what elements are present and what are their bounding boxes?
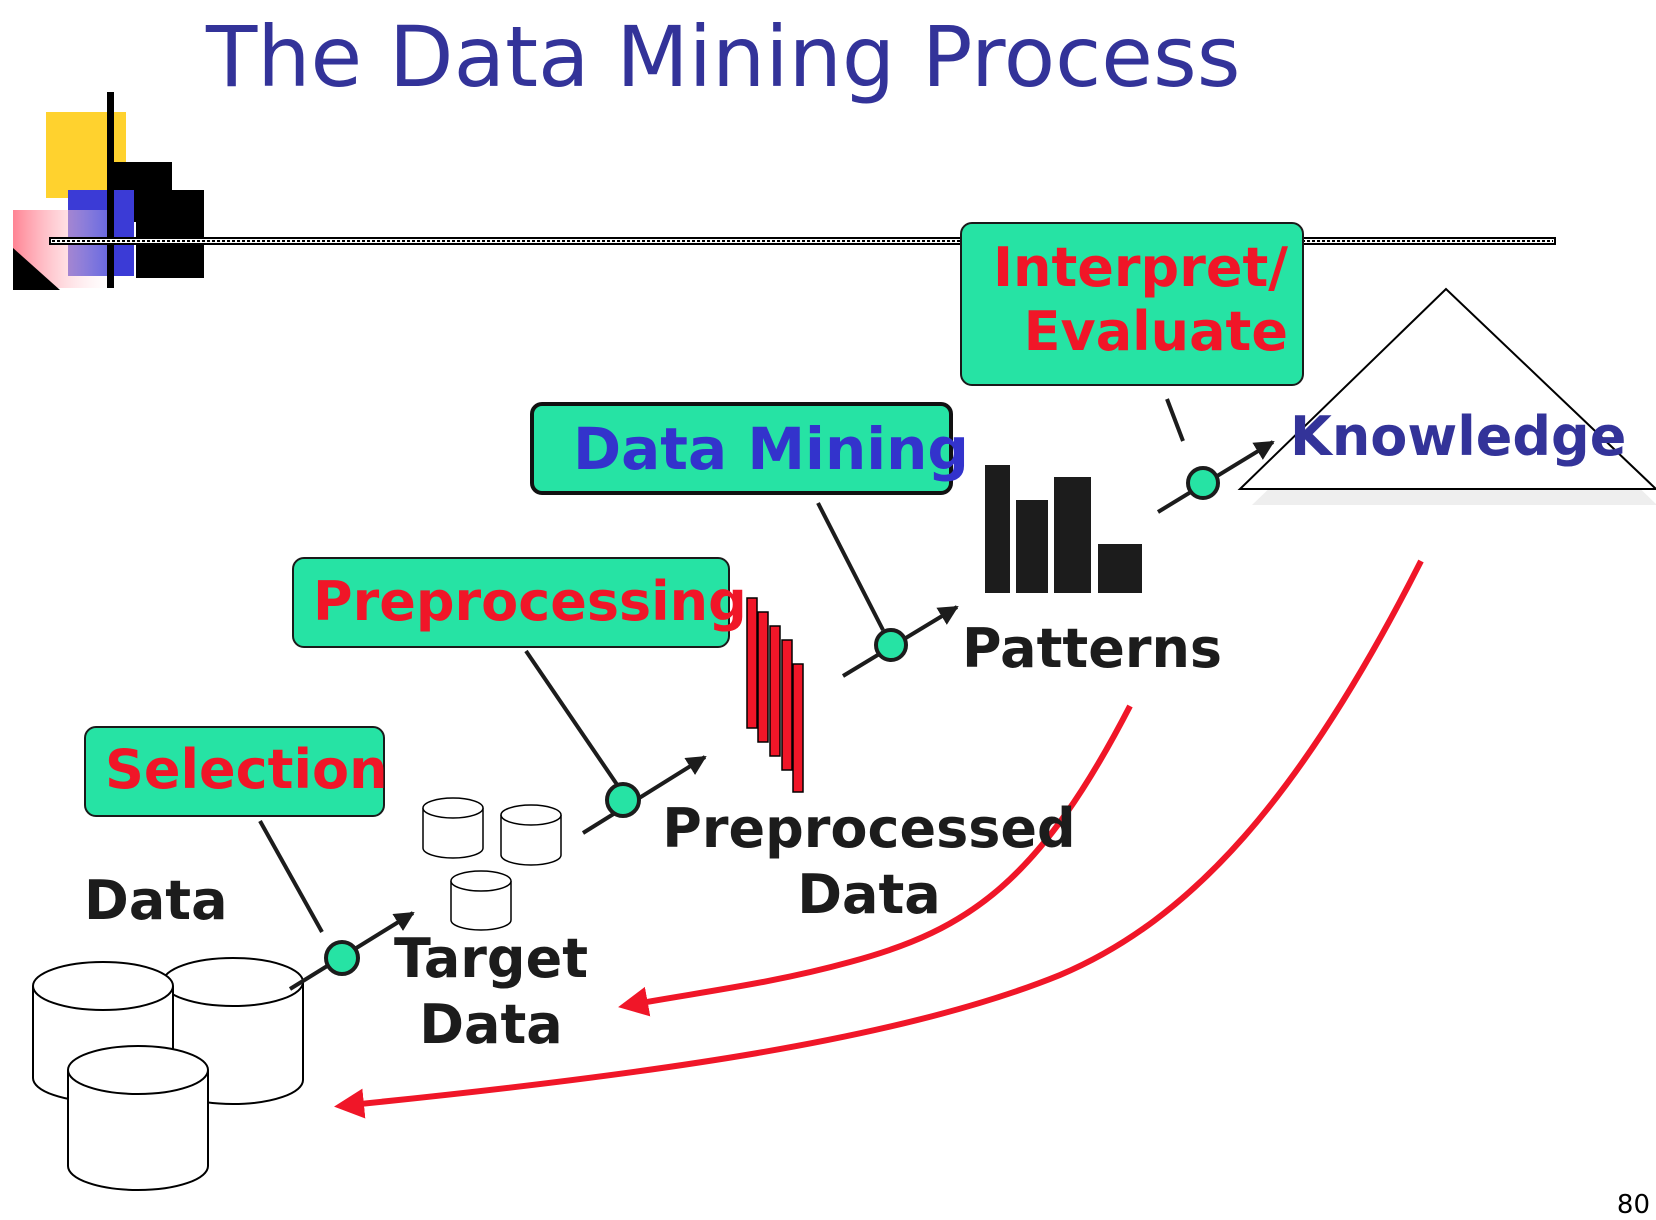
title-rule bbox=[49, 237, 1556, 245]
selection-knob-icon bbox=[324, 940, 360, 976]
target-line: Target bbox=[393, 927, 589, 990]
preprocessing-step-label: Preprocessing bbox=[313, 570, 747, 633]
selection-step-label: Selection bbox=[105, 738, 388, 801]
decorative-logo bbox=[13, 92, 204, 290]
feedback-arrow-patterns bbox=[618, 704, 1133, 1017]
preprocessing-knob-icon bbox=[605, 782, 641, 818]
selection-step-box bbox=[84, 726, 385, 817]
data-label: Data bbox=[84, 869, 228, 932]
data-cylinders-icon bbox=[32, 957, 304, 1191]
target-data-cylinders-icon bbox=[422, 797, 562, 931]
preprocessed-data-line: Data bbox=[797, 863, 941, 926]
preprocessing-step-box bbox=[292, 557, 730, 648]
data-mining-step-box bbox=[530, 402, 953, 495]
interpret-evaluate-step-label: Interpret/ Evaluate bbox=[962, 236, 1288, 364]
preprocessed-data-label: Preprocessed Data bbox=[654, 796, 1084, 928]
preprocessed-line: Preprocessed bbox=[662, 797, 1076, 860]
interpret-evaluate-step-box bbox=[960, 222, 1304, 386]
preprocessed-data-bars-icon bbox=[746, 597, 804, 793]
knowledge-label: Knowledge bbox=[1290, 405, 1627, 468]
data-mining-step-label: Data Mining bbox=[573, 415, 969, 483]
knowledge-triangle-icon bbox=[1237, 287, 1656, 505]
interpret-line: Interpret/ bbox=[992, 236, 1288, 299]
mining-knob-icon bbox=[874, 628, 908, 662]
slide-title: The Data Mining Process bbox=[206, 8, 1241, 106]
target-data-line: Data bbox=[419, 993, 563, 1056]
process-knobs bbox=[324, 466, 1220, 976]
patterns-label: Patterns bbox=[962, 617, 1223, 680]
feedback-arrows bbox=[334, 559, 1424, 1119]
feedback-arrow-knowledge bbox=[334, 559, 1424, 1119]
evaluate-line: Evaluate bbox=[1023, 300, 1288, 363]
target-data-label: Target Data bbox=[388, 926, 594, 1058]
page-number: 80 bbox=[1616, 1190, 1650, 1220]
step-connectors bbox=[258, 398, 1185, 933]
evaluation-knob-icon bbox=[1186, 466, 1220, 500]
patterns-bars-icon bbox=[985, 465, 1142, 593]
